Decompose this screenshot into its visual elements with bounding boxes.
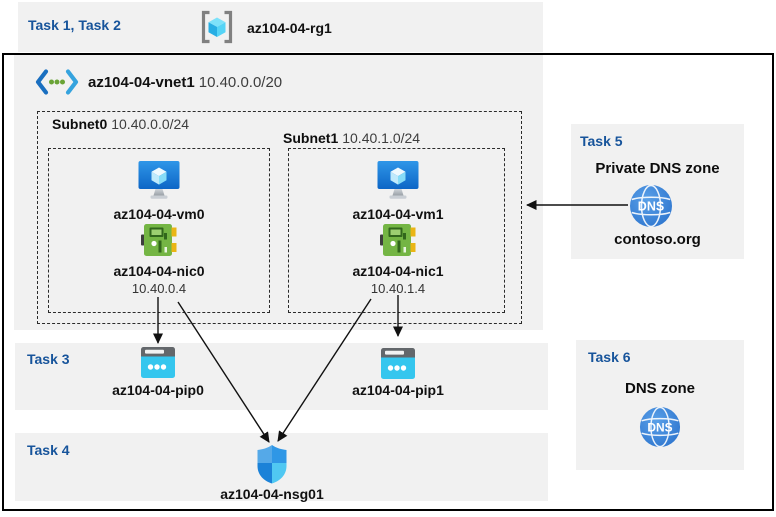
task6-panel <box>576 340 744 470</box>
subnet0-dashed-box <box>48 148 270 313</box>
vm1-icon <box>377 161 419 199</box>
task3-panel <box>15 343 548 410</box>
resource-group-icon <box>201 10 233 44</box>
pip1-label: az104-04-pip1 <box>352 382 444 398</box>
vm0-icon <box>138 161 180 199</box>
virtual-network-icon <box>35 69 79 95</box>
task5-label: Task 5 <box>580 133 623 149</box>
vnet-panel <box>14 55 543 330</box>
private-dns-zone-icon: DNS <box>630 184 672 228</box>
vm1-label: az104-04-vm1 <box>352 206 444 222</box>
task4-label: Task 4 <box>27 442 70 458</box>
subnet0-cidr: 10.40.0.0/24 <box>111 116 190 132</box>
pip1-icon <box>381 348 415 379</box>
dns-zone-title: DNS zone <box>624 380 695 397</box>
nic1-icon <box>380 224 416 256</box>
nic0-ip: 10.40.0.4 <box>131 281 187 296</box>
nsg-label: az104-04-nsg01 <box>220 486 324 502</box>
task6-label: Task 6 <box>588 349 631 365</box>
nic1-ip: 10.40.1.4 <box>370 281 426 296</box>
diagram-outer-frame <box>2 53 774 511</box>
subnet1-cidr: 10.40.1.0/24 <box>342 130 421 146</box>
subnet0-name: Subnet0 <box>52 116 108 132</box>
vm0-label: az104-04-vm0 <box>113 206 205 222</box>
header-band <box>18 2 543 52</box>
vnet-cidr: 10.40.0.0/20 <box>198 74 283 91</box>
pip0-label: az104-04-pip0 <box>112 382 204 398</box>
subnet1-dashed-box <box>288 148 505 313</box>
nic0-label: az104-04-nic0 <box>113 263 205 279</box>
subnet1-name: Subnet1 <box>283 130 339 146</box>
resource-group-label: az104-04-rg1 <box>247 20 332 36</box>
nsg-shield-icon <box>257 445 287 484</box>
task3-label: Task 3 <box>27 351 70 367</box>
vnet-name: az104-04-vnet1 <box>88 74 195 91</box>
private-dns-zone-title: Private DNS zone <box>595 160 720 177</box>
dns-zone-icon: DNS <box>639 406 681 448</box>
task12-label: Task 1, Task 2 <box>28 17 121 33</box>
nic1-label: az104-04-nic1 <box>352 263 444 279</box>
private-dns-zone-name: contoso.org <box>614 231 701 248</box>
dns-zone-icon-text: DNS <box>647 420 672 434</box>
nic0-icon <box>141 224 177 256</box>
private-dns-icon-text: DNS <box>638 200 664 214</box>
pip0-icon <box>141 347 175 378</box>
